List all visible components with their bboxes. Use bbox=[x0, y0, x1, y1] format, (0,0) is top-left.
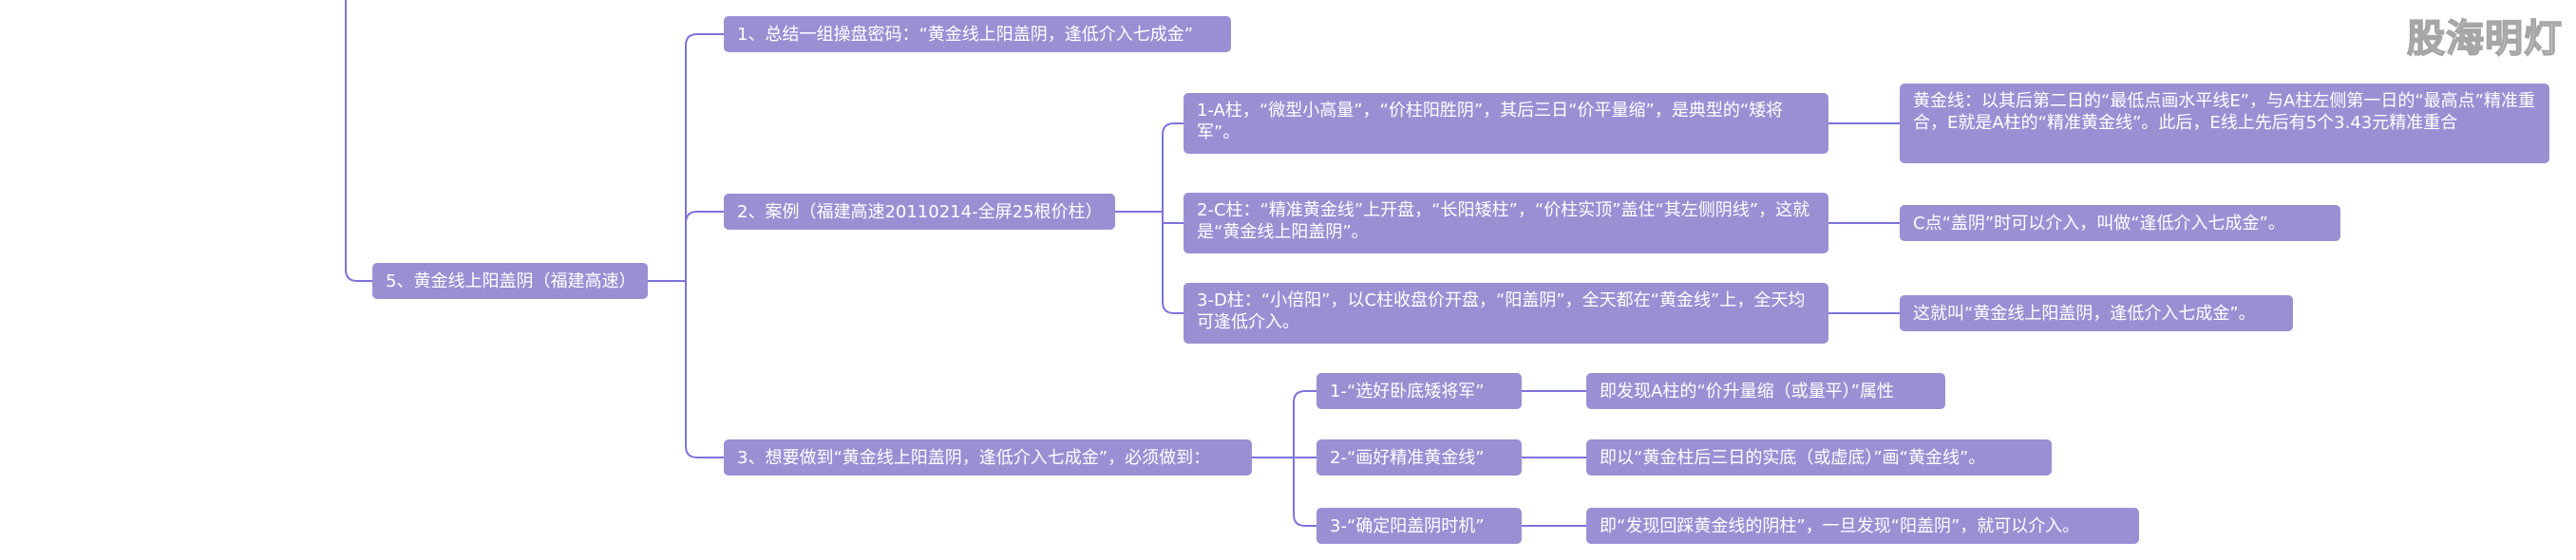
case-a-note[interactable]: 黄金线：以其后第二日的“最低点画水平线E”，与A柱左侧第一日的“最高点”精准重合… bbox=[1900, 84, 2549, 163]
trunk-connector bbox=[345, 0, 372, 282]
connector-branch3 bbox=[685, 281, 724, 458]
connector-case-d bbox=[1162, 212, 1184, 314]
requirement-1-node[interactable]: 1-“选好卧底矮将军” bbox=[1316, 373, 1522, 409]
branch2-node[interactable]: 2、案例（福建高速20110214-全屏25根价柱） bbox=[724, 194, 1115, 230]
case-d-note[interactable]: 这就叫“黄金线上阳盖阴，逢低介入七成金”。 bbox=[1900, 295, 2293, 331]
watermark-logo: 股海明灯 bbox=[2406, 16, 2563, 62]
requirement-2-node[interactable]: 2-“画好精准黄金线” bbox=[1316, 439, 1522, 476]
case-a-node[interactable]: 1-A柱，“微型小高量”，“价柱阳胜阴”，其后三日“价平量缩”，是典型的“矮将军… bbox=[1184, 93, 1828, 154]
branch1-node[interactable]: 1、总结一组操盘密码：“黄金线上阳盖阴，逢低介入七成金” bbox=[724, 16, 1231, 52]
requirement-3-node[interactable]: 3-“确定阳盖阴时机” bbox=[1316, 508, 1522, 544]
connector-req-1 bbox=[1293, 390, 1316, 457]
root-node[interactable]: 5、黄金线上阳盖阴（福建高速） bbox=[372, 263, 648, 299]
requirement-1-note[interactable]: 即发现A柱的“价升量缩（或量平）”属性 bbox=[1586, 373, 1945, 409]
requirement-2-note[interactable]: 即以“黄金柱后三日的实底（或虚底）”画“黄金线”。 bbox=[1586, 439, 2052, 476]
case-c-note[interactable]: C点“盖阴”时可以介入，叫做“逢低介入七成金”。 bbox=[1900, 205, 2340, 241]
case-d-node[interactable]: 3-D柱：“小倍阳”，以C柱收盘价开盘，“阳盖阴”，全天都在“黄金线”上，全天均… bbox=[1184, 283, 1828, 344]
requirement-3-note[interactable]: 即“发现回踩黄金线的阴柱”，一旦发现“阳盖阴”，就可以介入。 bbox=[1586, 508, 2139, 544]
connector-branch2 bbox=[685, 211, 724, 281]
connector-req-3 bbox=[1293, 457, 1316, 527]
branch3-node[interactable]: 3、想要做到“黄金线上阳盖阴，逢低介入七成金”，必须做到： bbox=[724, 439, 1252, 476]
case-c-node[interactable]: 2-C柱：“精准黄金线”上开盘，“长阳矮柱”，“价柱实顶”盖住“其左侧阴线”，这… bbox=[1184, 193, 1828, 253]
connector-branch1 bbox=[685, 33, 724, 281]
connector-case-a bbox=[1162, 122, 1184, 212]
